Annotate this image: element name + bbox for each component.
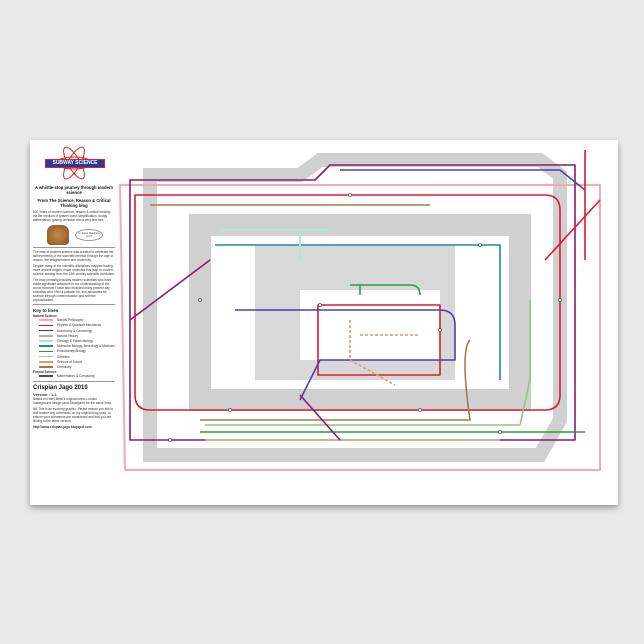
key-row: Molecular Biology, Neurology & Medicine (33, 344, 115, 349)
key-label: Mathematics & Computing (57, 374, 95, 379)
station (438, 328, 442, 332)
line-evolution-inner (350, 284, 421, 296)
key-label: Genetics (57, 354, 70, 359)
station (168, 438, 172, 442)
tagline: A whistle-stop journey through modern sc… (34, 185, 114, 196)
key-swatch (39, 375, 53, 377)
line-nat-history (205, 300, 531, 426)
key-swatch (39, 366, 53, 368)
key-swatch (39, 350, 53, 353)
station (498, 430, 502, 434)
key-row: Geology & Palaeontology (33, 338, 115, 343)
line-chemistry (150, 204, 471, 421)
version: Version : 1.1 (33, 392, 57, 398)
line-molecular (215, 244, 501, 380)
key-swatch (39, 340, 53, 342)
key-swatch (39, 345, 53, 347)
line-geology (220, 229, 330, 260)
subtitle: From The Science, Reason & Critical Thin… (37, 197, 111, 208)
stations (168, 193, 562, 442)
key-label: Natural Philosophy (57, 318, 84, 323)
middle-band (189, 214, 531, 411)
key-swatch (39, 324, 53, 327)
key-row: Astronomy & Cosmology (33, 328, 115, 333)
station (348, 193, 352, 197)
toast-speech-bubble: Is Jesus Watching you? (75, 228, 103, 242)
paragraph: The map of modern science was created to… (33, 250, 114, 262)
intro-text: 500 Years of modern science, reason & cr… (33, 210, 111, 222)
info-panel: SUBWAY SCIENCE A whistle-stop journey th… (33, 143, 115, 429)
line-maths-outer (340, 169, 586, 191)
station (478, 243, 482, 247)
paragraph: Despite many of the scientific disciplin… (33, 264, 115, 276)
line-purple-diagonal (129, 259, 341, 441)
blog-link[interactable]: http://www.crispian-jago.blogspot.com (33, 425, 92, 430)
line-natural-philosophy (119, 184, 601, 471)
station (558, 298, 562, 302)
line-maths (235, 309, 456, 401)
key-label: Natural History (57, 333, 79, 338)
key-swatch (39, 329, 53, 332)
key-label: Evolutionary Biology (57, 349, 86, 354)
key-label: Molecular Biology, Neurology & Medicine (57, 344, 115, 349)
key-row: Natural Philosophy (33, 318, 115, 323)
station (418, 408, 422, 412)
key-row: Chemistry (33, 364, 115, 369)
toast-row: Is Jesus Watching you? (33, 225, 115, 245)
credits: Based on Harry Beck's original iconic Lo… (33, 397, 113, 406)
logo-text: SUBWAY SCIENCE (45, 159, 105, 168)
key-row: Evolutionary Biology (33, 349, 115, 354)
key-row: Natural History (33, 333, 115, 338)
outer-band (143, 153, 567, 462)
key-row: Science of Sound (33, 359, 115, 364)
station (198, 298, 202, 302)
station (318, 303, 322, 307)
key-label: Physics & Quantum Mechanics (57, 323, 102, 328)
key-swatch (39, 360, 53, 363)
paragraph: The map primarily includes modern scient… (33, 278, 112, 302)
key-row: Physics & Quantum Mechanics (33, 323, 115, 328)
key-row: Genetics (33, 354, 115, 359)
subway-science-logo: SUBWAY SCIENCE (33, 143, 115, 183)
lines (119, 150, 601, 471)
key-label: Science of Sound (57, 359, 82, 364)
natural-heading: Natural Science (33, 313, 57, 318)
station (228, 408, 232, 412)
key-label: Chemistry (57, 364, 72, 369)
toast-image (47, 225, 69, 245)
line-sound (349, 320, 420, 386)
core (300, 290, 440, 360)
grey-bands (143, 153, 567, 462)
key-swatch (39, 355, 53, 358)
key-row: Mathematics & Computing (33, 374, 115, 379)
line-physics (134, 194, 561, 411)
line-physics-inner (317, 304, 441, 376)
key-swatch (39, 334, 53, 337)
key-label: Geology & Palaeontology (57, 338, 93, 343)
key-swatch (39, 319, 53, 322)
formal-heading: Formal Science (33, 369, 57, 374)
line-red-diagonal (544, 150, 601, 261)
key-title: Key to lines (33, 308, 59, 313)
nb-text: NB This is an evolving graphic. Please e… (33, 407, 114, 424)
key-label: Astronomy & Cosmology (57, 328, 93, 333)
author: Crispian Jago 2010 (33, 384, 88, 391)
line-astronomy (129, 164, 576, 441)
